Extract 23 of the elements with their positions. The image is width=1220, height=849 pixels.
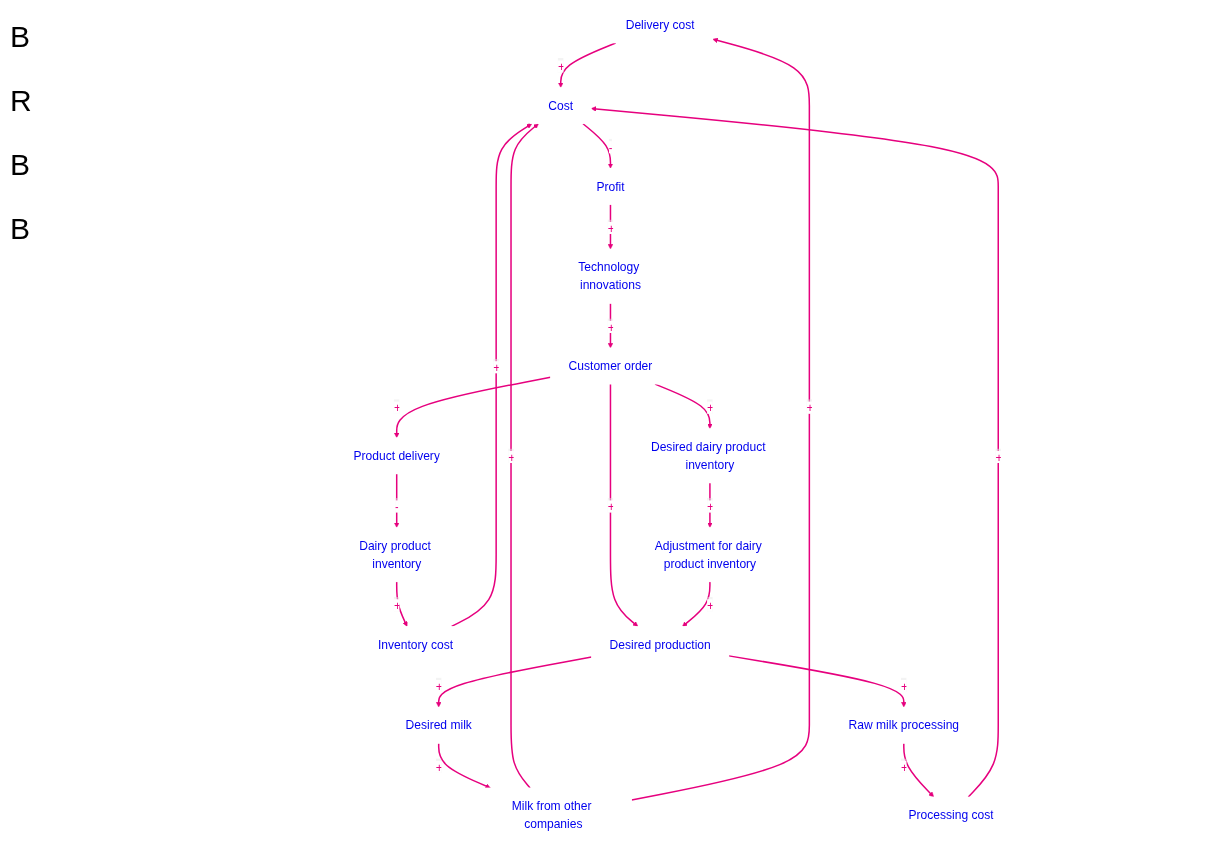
node-text: Customer order <box>568 359 653 373</box>
arrow <box>450 123 533 628</box>
node-text: Profit <box>596 179 625 194</box>
node-text: Delivery cost <box>625 18 695 32</box>
loop-marker: B <box>10 20 31 54</box>
node-text: Cost <box>548 99 574 113</box>
node-text: Technology innovations <box>578 260 641 292</box>
node-text: Desired dairy product inventory <box>650 440 766 472</box>
node-text: Desired milk <box>405 718 472 732</box>
node-text: Product delivery <box>353 449 440 463</box>
loop-marker: R <box>10 84 33 118</box>
node-text: Processing cost <box>908 808 994 822</box>
node-text: Desired production <box>609 637 711 652</box>
loop-marker: B <box>10 212 31 246</box>
node-text: Raw milk processing <box>848 718 960 732</box>
edge-label: - <box>395 500 400 514</box>
arrow <box>591 106 999 798</box>
node-text: Milk from other companies <box>511 799 592 831</box>
node-text: Adjustment for dairy product inventory <box>654 539 762 571</box>
loop-marker: B <box>10 148 31 182</box>
node-text: Inventory cost <box>377 637 454 652</box>
edge-label: - <box>608 141 613 155</box>
node-text: Dairy product inventory <box>359 539 431 571</box>
